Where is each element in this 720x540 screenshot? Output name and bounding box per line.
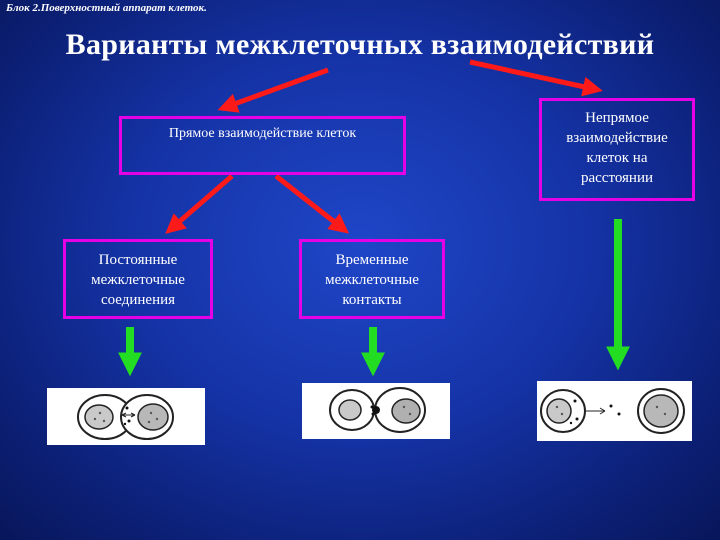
arrow-direct-to-temporary <box>274 174 350 234</box>
arrow-title-to-direct <box>217 67 329 113</box>
indirect-line-1: Непрямое <box>585 110 649 126</box>
permanent-line-3: соединения <box>100 292 176 308</box>
permanent-line-1: Постоянные <box>98 252 178 268</box>
arrow-direct-to-permanent <box>165 174 234 234</box>
temporary-line-3: контакты <box>342 292 402 308</box>
indirect-line-3: клеток на <box>586 150 648 166</box>
indirect-line-4: расстоянии <box>580 170 654 186</box>
direct-interaction-label: Прямое взаимодействие клеток <box>168 126 357 141</box>
permanent-line-2: межклеточные <box>91 272 185 288</box>
indirect-interaction-box: Непрямое взаимодействие клеток на рассто… <box>539 98 695 201</box>
block-header: Блок 2.Поверхностный аппарат клеток. <box>6 2 207 14</box>
temporary-contact-illustration <box>302 383 450 439</box>
permanent-junction-illustration <box>47 388 205 445</box>
temporary-line-2: межклеточные <box>325 272 419 288</box>
permanent-junctions-box: Постоянные межклеточные соединения <box>63 239 213 319</box>
indirect-line-2: взаимодействие <box>566 130 668 146</box>
arrow-title-to-indirect <box>469 59 603 97</box>
direct-interaction-box: Прямое взаимодействие клеток <box>119 116 406 175</box>
slide-title: Варианты межклеточных взаимодействий <box>65 28 655 61</box>
temporary-contacts-box: Временные межклеточные контакты <box>299 239 445 319</box>
temporary-line-1: Временные <box>335 252 409 268</box>
distant-signaling-illustration <box>537 381 692 441</box>
